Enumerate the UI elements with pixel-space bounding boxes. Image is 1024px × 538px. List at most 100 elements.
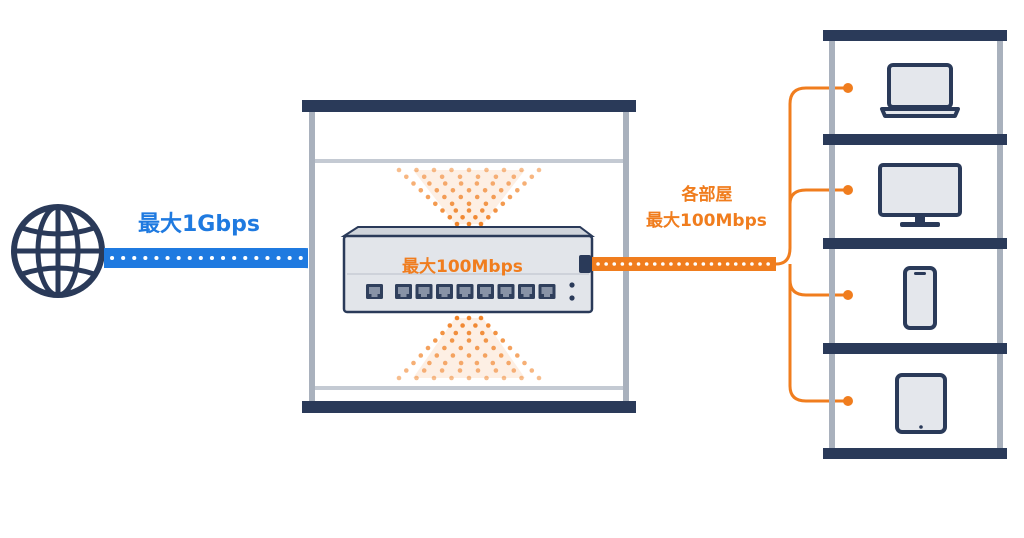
heat-dot: [421, 368, 427, 373]
internet-speed-label: 最大1Gbps: [138, 212, 260, 237]
heat-dot: [466, 375, 472, 381]
heat-dot: [507, 194, 513, 200]
ethernet-port: [366, 284, 383, 299]
status-leds: [569, 282, 575, 301]
heat-dot: [486, 323, 491, 328]
heat-dot: [454, 315, 460, 321]
heat-dot: [453, 208, 459, 213]
heat-dot: [515, 188, 520, 193]
heat-dot: [500, 338, 506, 343]
heat-glow: [413, 170, 525, 224]
heat-dot: [536, 167, 542, 173]
heat-dot: [404, 174, 409, 180]
heat-dot: [396, 375, 402, 381]
heat-dot: [493, 208, 498, 213]
heat-dot: [442, 181, 448, 186]
heat-dot: [433, 338, 438, 343]
heat-dot: [486, 215, 491, 220]
heat-dot: [447, 323, 453, 328]
heat-dot: [404, 368, 409, 373]
heat-dot: [434, 353, 440, 358]
heat-dot: [431, 167, 437, 173]
heat-dot: [427, 360, 432, 366]
heat-dot: [418, 353, 424, 358]
heat-dot: [480, 330, 485, 336]
lan-ports: [395, 284, 556, 299]
heat-dot: [431, 375, 437, 381]
heat-dot: [457, 368, 463, 373]
rooms-speed-label: 最大100Mbps: [646, 211, 767, 231]
heat-dot: [522, 181, 527, 186]
heat-dot: [491, 345, 496, 351]
heat-dot: [529, 174, 535, 180]
heat-dot: [466, 353, 472, 358]
ethernet-port: [497, 284, 515, 299]
globe-icon: [11, 204, 105, 298]
heat-dot: [466, 221, 472, 227]
heat-dot: [450, 188, 456, 193]
heat-dot: [490, 181, 496, 186]
laptop-icon: [880, 63, 960, 118]
ethernet-port: [477, 284, 494, 299]
ethernet-port: [436, 284, 453, 299]
heat-dot: [482, 188, 488, 193]
heat-dot: [449, 338, 455, 343]
heat-dot: [440, 208, 445, 213]
heat-dot: [439, 368, 445, 373]
heat-dot: [500, 201, 506, 207]
switch-output-port: [579, 255, 591, 273]
heat-dot: [511, 368, 517, 373]
heat-dot: [425, 345, 431, 351]
heat-dot: [414, 375, 419, 381]
heat-dot: [474, 360, 480, 366]
lan-cables: [592, 83, 853, 406]
heat-dot: [442, 360, 448, 366]
heat-dot: [466, 167, 472, 173]
building-rooms: [823, 30, 1007, 459]
heat-dot: [522, 360, 527, 366]
smartphone-icon: [903, 266, 937, 330]
monitor-icon: [878, 163, 962, 227]
heat-dot: [466, 201, 472, 207]
ethernet-port: [415, 284, 433, 299]
heat-dot: [457, 174, 463, 180]
heat-dot: [490, 360, 496, 366]
heat-dot: [478, 315, 484, 321]
heat-dot: [460, 215, 465, 220]
heat-dot: [482, 353, 488, 358]
heat-dot: [474, 194, 480, 200]
heat-dot: [450, 353, 456, 358]
heat-dot: [421, 174, 427, 180]
heat-dot: [483, 338, 489, 343]
heat-dot: [501, 375, 507, 381]
heat-dot: [507, 345, 513, 351]
heat-dot: [501, 167, 507, 173]
tablet-icon: [895, 373, 947, 434]
heat-dot: [439, 174, 445, 180]
heat-dot: [466, 188, 472, 193]
ethernet-port: [395, 284, 412, 299]
heat-dots-top: [396, 167, 542, 227]
heat-dot: [396, 167, 402, 173]
heat-dot: [434, 188, 440, 193]
uplink-port: [366, 284, 383, 299]
heat-dot: [506, 360, 511, 366]
heat-dot: [453, 330, 459, 336]
heat-dot: [484, 375, 489, 381]
heat-dot: [449, 167, 454, 173]
heat-dot: [475, 174, 481, 180]
heat-dot: [442, 194, 447, 200]
heat-dot: [515, 353, 520, 358]
heat-dot: [411, 181, 416, 186]
heat-dot: [493, 174, 499, 180]
heat-dot: [466, 338, 472, 343]
heat-dot: [433, 201, 438, 207]
heat-dot: [519, 167, 524, 173]
heat-dot: [411, 360, 416, 366]
heat-glow: [413, 318, 525, 378]
heat-dot: [484, 167, 489, 173]
switch-speed-label: 最大100Mbps: [402, 257, 523, 277]
heat-dot: [536, 375, 542, 381]
heat-dot: [474, 345, 480, 351]
heat-dot: [466, 315, 472, 321]
